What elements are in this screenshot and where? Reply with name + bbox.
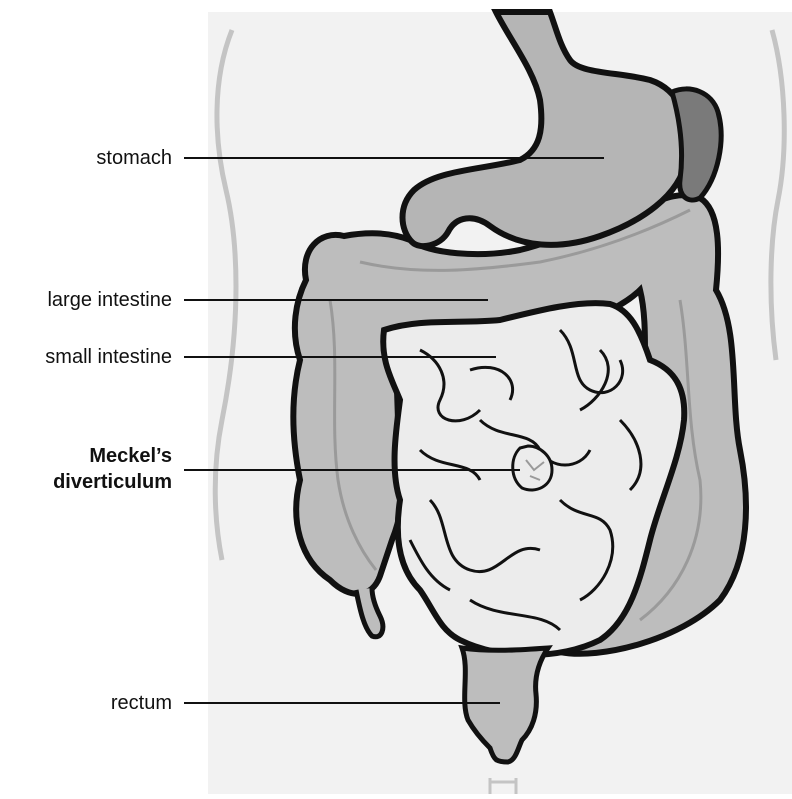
stomach-label: stomach (96, 146, 172, 170)
meckels-label-line1: Meckel’s (89, 444, 172, 468)
rectum-label: rectum (111, 691, 172, 715)
meckels-label-line2: diverticulum (53, 470, 172, 494)
small-intestine-label: small intestine (45, 345, 172, 369)
large-intestine-label: large intestine (47, 288, 172, 312)
